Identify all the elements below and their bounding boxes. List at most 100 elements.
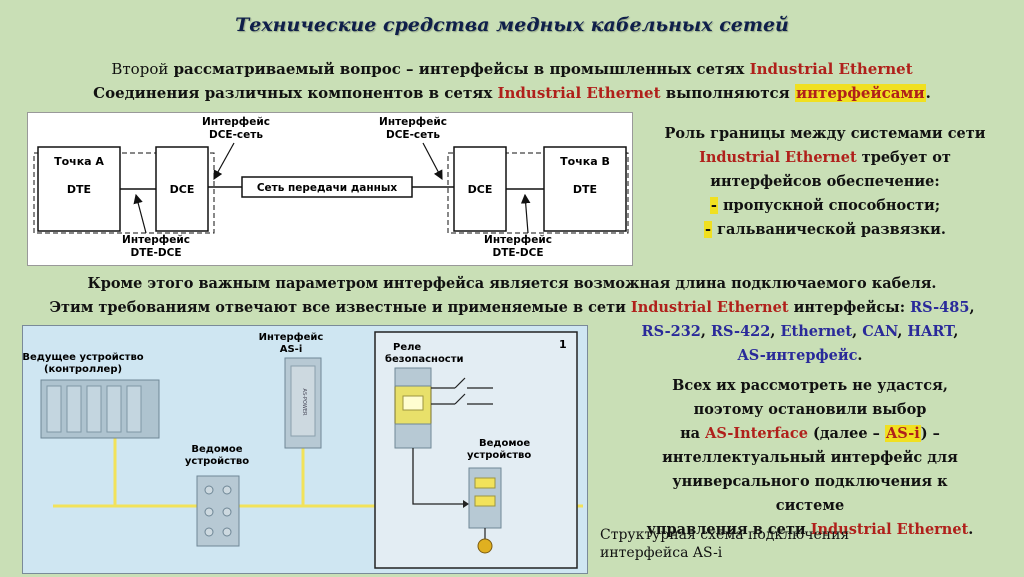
para5-line-3: на AS-Interface (далее – AS-i) –: [640, 422, 980, 446]
dce-a-box: [155, 146, 209, 232]
ethernet-label: Ethernet: [780, 323, 853, 340]
para3-line-2: Этим требованиям отвечают все известные …: [20, 296, 1004, 320]
asi-interface-label: AS-интерфейс: [737, 347, 858, 364]
asi-highlight: AS-i: [884, 425, 921, 442]
master-label-1: Ведущее устройство: [23, 352, 144, 363]
sep: ,: [700, 323, 711, 340]
role-isolation: гальванической развязки.: [712, 221, 946, 238]
para3-line-1: Кроме этого важным параметром интерфейса…: [87, 275, 937, 292]
iface-dte-dce-left-l1: Интерфейс: [122, 234, 190, 246]
intro-text-1: рассматриваемый вопрос – интерфейсы в пр…: [168, 60, 750, 78]
role-paragraph: Роль границы между системами сети Indust…: [640, 122, 1010, 242]
indicator-lamp-icon: [477, 538, 493, 554]
rs422-label: RS-422: [711, 323, 771, 340]
sep: ,: [852, 323, 863, 340]
dce-a-label: DCE: [170, 183, 195, 196]
rs485-label: RS-485: [910, 299, 970, 316]
role-ie: Industrial Ethernet: [699, 149, 857, 166]
point-a-label: Точка А: [54, 155, 104, 168]
slave-device-icon: [196, 475, 240, 547]
intro-line-1: Второй рассматриваемый вопрос – интерфей…: [0, 60, 1024, 78]
para5-line-2: поэтому остановили выбор: [693, 401, 927, 418]
as-interface-term: AS-Interface: [705, 425, 808, 442]
text: ) –: [920, 425, 940, 442]
intro-line-2: Соединения различных компонентов в сетях…: [0, 84, 1024, 102]
interfaces-list: RS-232, RS-422, Ethernet, CAN, HART, AS-…: [590, 320, 1010, 368]
text: (далее –: [807, 425, 885, 442]
left-station-border: [33, 152, 215, 234]
role-requires: требует от: [856, 149, 951, 166]
role-line-3: интерфейсов обеспечение:: [710, 173, 940, 190]
slave2-label-2: устройство: [467, 450, 531, 461]
dte-a-box: [37, 146, 121, 232]
rs232-label: RS-232: [641, 323, 701, 340]
iface-dte-dce-right-l2: DTE-DCE: [492, 247, 543, 259]
slave1-label-1: Ведомое: [191, 444, 242, 455]
iface-dce-net-right-l2: DCE-сеть: [386, 129, 440, 141]
text: управления в сети: [646, 521, 811, 538]
diagram-caption: Структурная схема подключения интерфейса…: [600, 526, 900, 562]
iface-dte-dce-right-l1: Интерфейс: [484, 234, 552, 246]
para5-line-6: управления в сети Industrial Ethernet.: [640, 518, 980, 542]
caption-line-2: интерфейса AS-i: [600, 545, 723, 561]
iface-dce-net-left-l2: DCE-сеть: [209, 129, 263, 141]
right-station-border: [447, 152, 629, 234]
text: на: [680, 425, 706, 442]
text: .: [968, 521, 974, 538]
can-label: CAN: [862, 323, 898, 340]
role-line-4: - пропускной способности;: [640, 194, 1010, 218]
page-title: Технические средства медных кабельных се…: [235, 14, 789, 36]
hart-label: HART: [907, 323, 954, 340]
role-line-5: - гальванической развязки.: [640, 218, 1010, 242]
para5-ie: Industrial Ethernet: [810, 521, 969, 538]
para5-line-5: универсального подключения к системе: [672, 473, 948, 514]
plc-controller-icon: [40, 379, 160, 439]
intro-ie-2: Industrial Ethernet: [497, 84, 661, 102]
iface-dce-net-left-l1: Интерфейс: [202, 116, 270, 128]
slave2-label-1: Ведомое: [479, 438, 530, 449]
panel-number: 1: [559, 338, 567, 351]
dte-b-box: [543, 146, 627, 232]
role-dash-1: -: [709, 197, 718, 214]
dte-dce-diagram: Точка А DTE DCE Сеть передачи данных DCE…: [27, 112, 633, 266]
para5-line-4: интеллектуальный интерфейс для: [662, 449, 958, 466]
master-label-2: (контроллер): [44, 364, 122, 375]
role-line-1: Роль границы между системами сети: [664, 125, 986, 142]
asi-power-module-icon: AS-POWER: [284, 357, 322, 449]
dce-b-label: DCE: [468, 183, 493, 196]
dte-a-label: DTE: [67, 183, 91, 196]
sep: ,: [953, 323, 959, 340]
network-label: Сеть передачи данных: [257, 182, 398, 194]
intro-ie-1: Industrial Ethernet: [749, 60, 913, 78]
para3-ie: Industrial Ethernet: [630, 299, 789, 316]
para3-comma: ,: [969, 299, 975, 316]
para4-line-1: RS-232, RS-422, Ethernet, CAN, HART,: [590, 320, 1010, 344]
asi-interface-label-1: Интерфейс: [259, 331, 324, 343]
asi-choice-paragraph: Всех их рассмотреть не удастся, поэтому …: [640, 374, 980, 542]
intro-text-2b: выполняются: [660, 84, 795, 102]
slave-device-module-icon: [468, 467, 502, 529]
safety-relay-icon: [394, 367, 432, 449]
para3-text-b: интерфейсы:: [788, 299, 911, 316]
role-bandwidth: пропускной способности;: [717, 197, 941, 214]
asi-power-text: AS-POWER: [301, 389, 307, 416]
sep: ,: [770, 323, 781, 340]
relay-label-2: безопасности: [385, 353, 464, 365]
slave1-label-2: устройство: [185, 456, 249, 467]
caption-line-1: Структурная схема подключения: [600, 527, 850, 543]
iface-dce-net-right-l1: Интерфейс: [379, 116, 447, 128]
iface-dte-dce-left-l2: DTE-DCE: [130, 247, 181, 259]
intro-interfaces-highlight: интерфейсами: [794, 84, 926, 102]
asi-interface-label-2: AS-i: [280, 344, 303, 355]
para3-text-a: Этим требованиям отвечают все известные …: [49, 299, 631, 316]
role-dash-2: -: [704, 221, 713, 238]
intro-text-2a: Соединения различных компонентов в сетях: [93, 84, 498, 102]
relay-contact-icon: [431, 377, 493, 405]
intro-text-2-end: .: [925, 84, 931, 102]
dte-b-label: DTE: [573, 183, 597, 196]
para5-line-1: Всех их рассмотреть не удастся,: [672, 377, 948, 394]
sep: .: [857, 347, 863, 364]
intro-word-second: Второй: [111, 60, 169, 78]
sep: ,: [897, 323, 908, 340]
cable-length-paragraph: Кроме этого важным параметром интерфейса…: [20, 272, 1004, 320]
